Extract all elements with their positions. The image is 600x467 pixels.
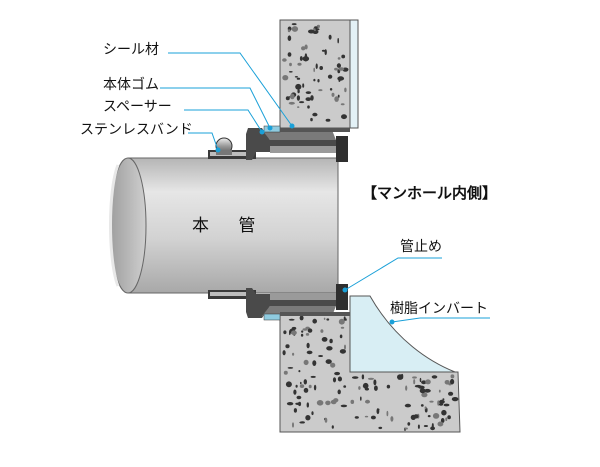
label-main-rubber: 本体ゴム [103,77,159,93]
label-pipe-stopper: 管止め [400,239,442,255]
leader-dot-invert [389,319,395,325]
leader-spacer [184,109,263,133]
label-resin-invert: 樹脂インバート [390,301,488,317]
label-seal-material: シール材 [103,42,159,58]
resin-invert [349,295,456,373]
upper-rubber-assembly [208,125,350,162]
upper-manhole-wall [279,19,359,129]
leader-band [188,132,219,151]
main-pipe [109,157,339,294]
diagram-title: 【マンホール内側】 [362,184,498,202]
leader-dot-stopper [342,287,348,293]
pipe-label: 本 管 [192,216,268,236]
leader-stopper [344,257,442,291]
leader-dot-seal [289,123,295,129]
label-spacer: スペーサー [103,99,172,115]
leader-seal [168,52,293,127]
label-stainless-band: ステンレスバンド [80,122,193,138]
concrete-aggregate [282,23,459,432]
leader-dot-rubber [267,125,273,131]
leader-dot-band [215,147,221,153]
leader-dot-spacer [259,129,265,135]
leader-invert [391,317,490,323]
lower-rubber-assembly [208,284,350,321]
leader-lines [160,52,490,323]
leader-rubber [160,87,271,129]
